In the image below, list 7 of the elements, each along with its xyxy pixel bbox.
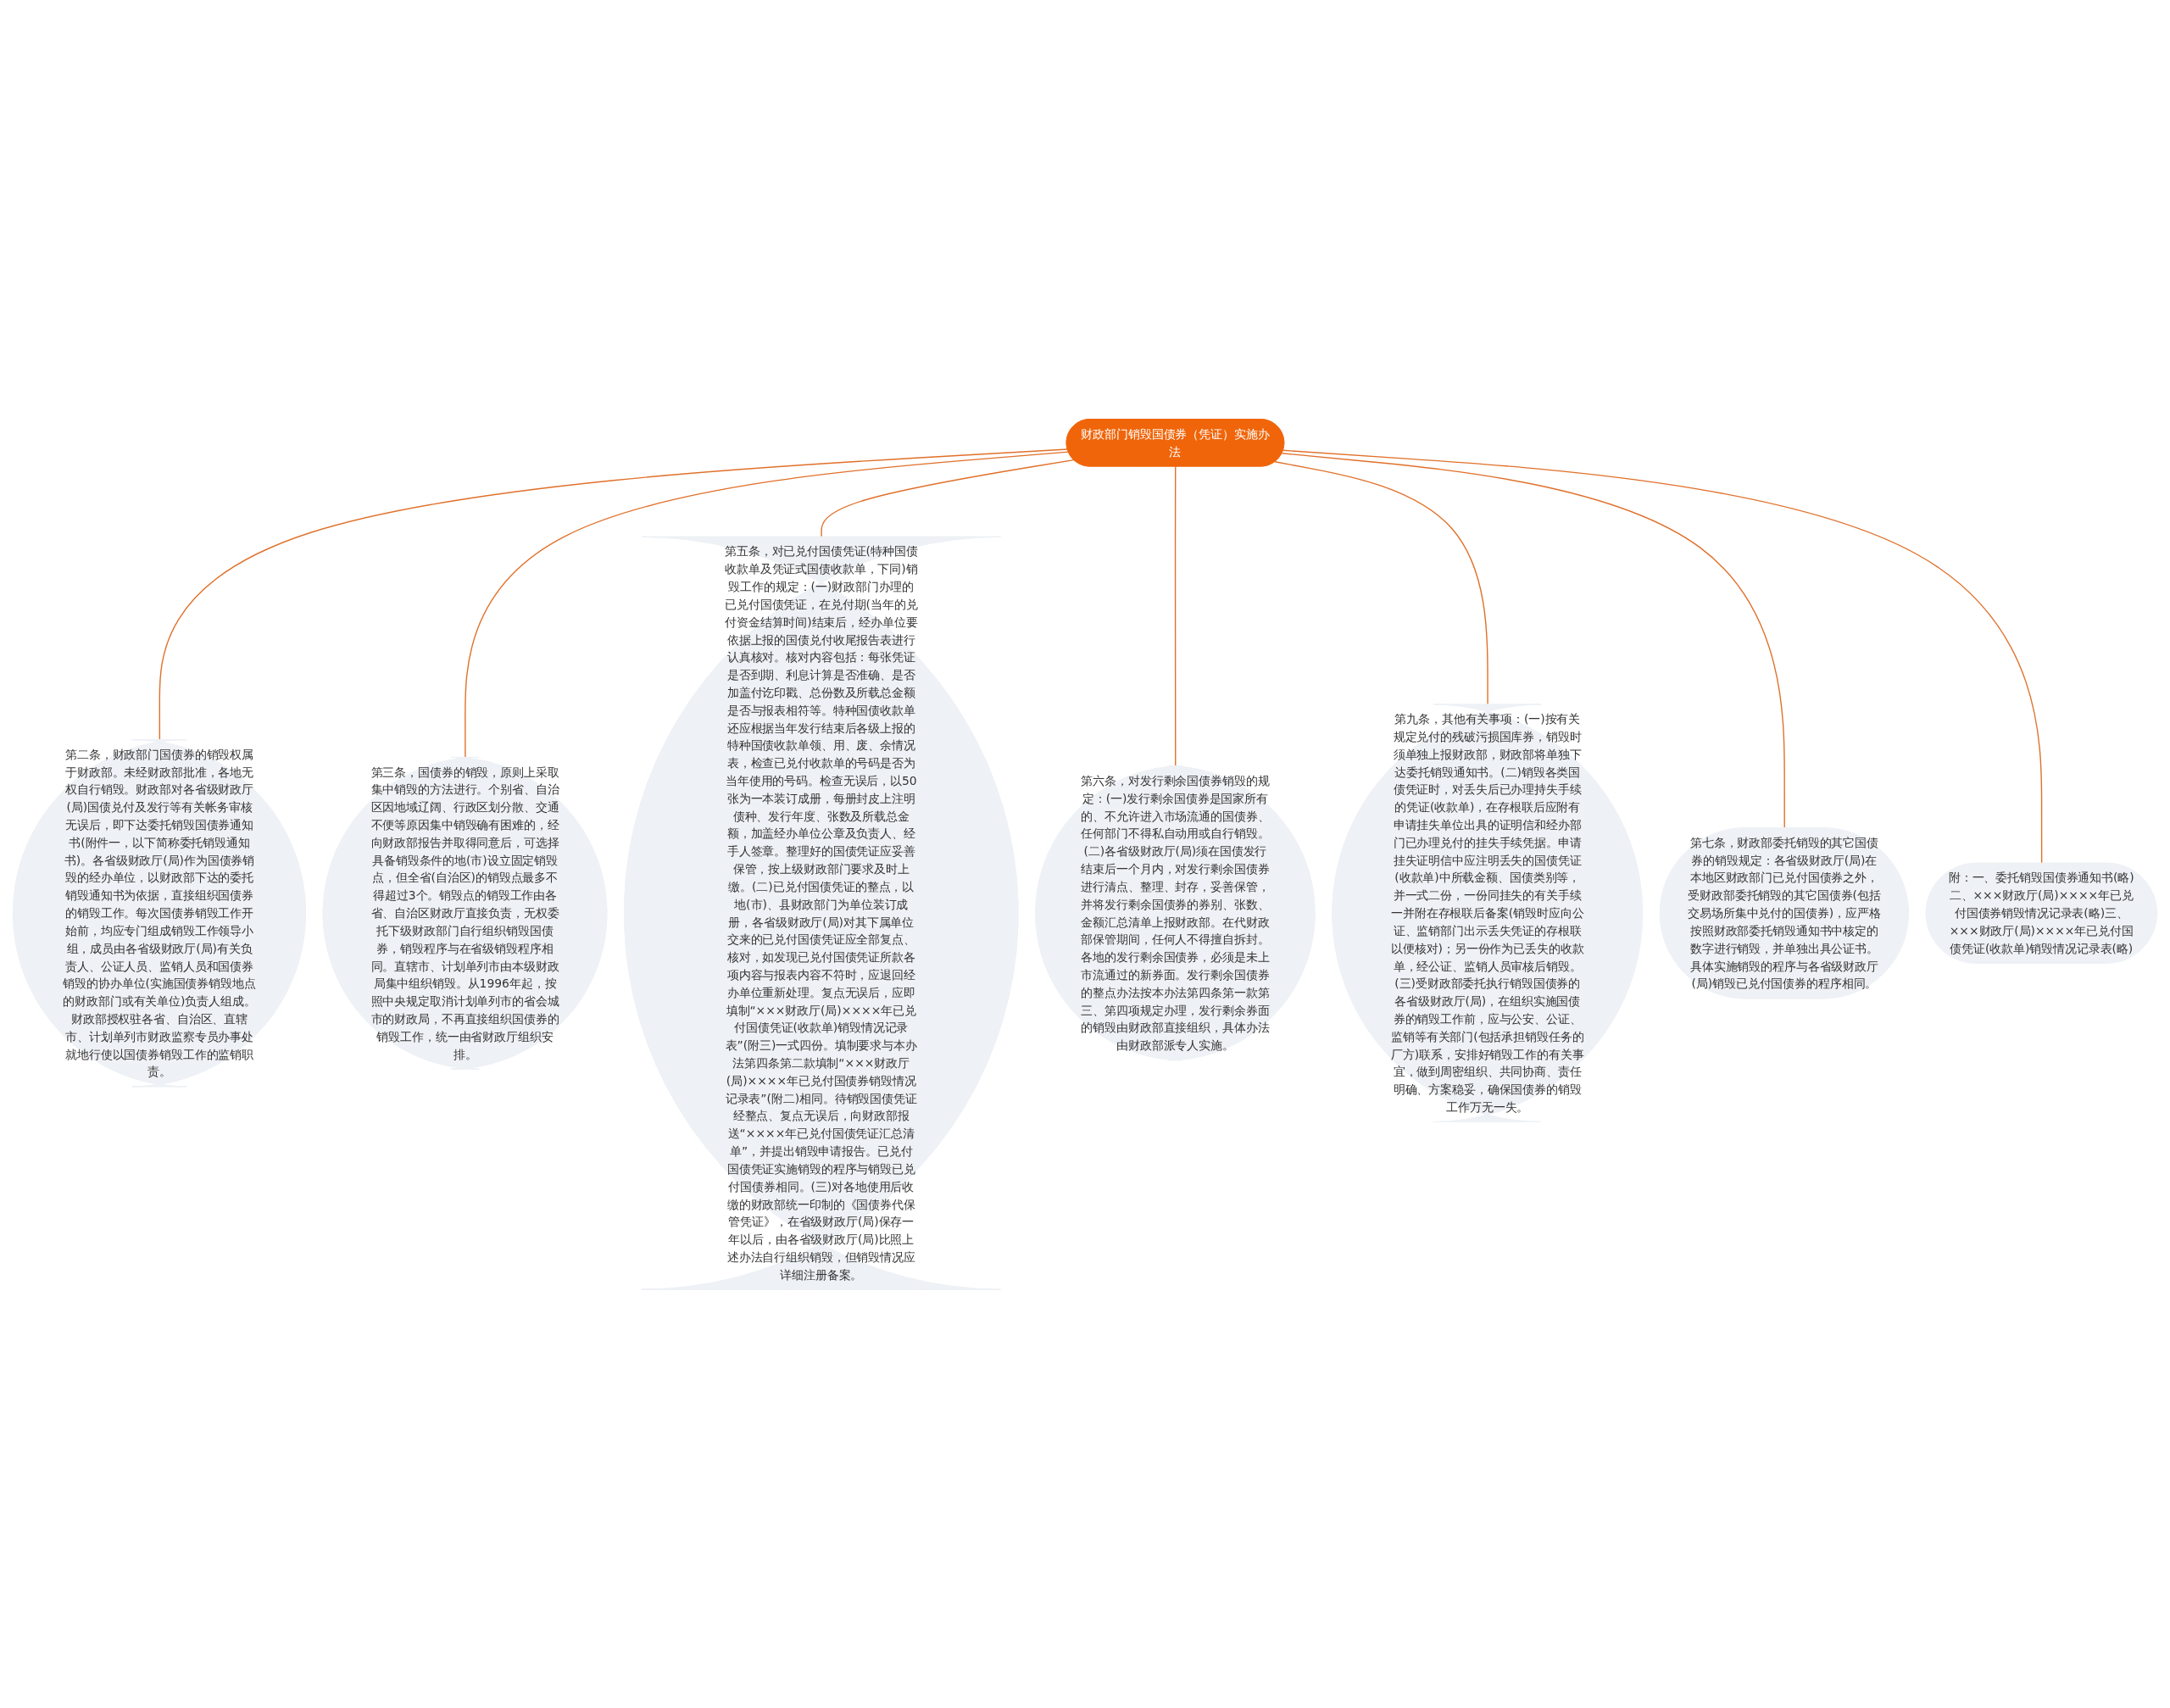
connector (1283, 449, 2043, 864)
connector (821, 459, 1075, 537)
connector (159, 448, 1069, 741)
connector (1174, 465, 1177, 767)
connector (465, 451, 1070, 759)
connector (1274, 460, 1488, 705)
connector (1281, 452, 1785, 829)
